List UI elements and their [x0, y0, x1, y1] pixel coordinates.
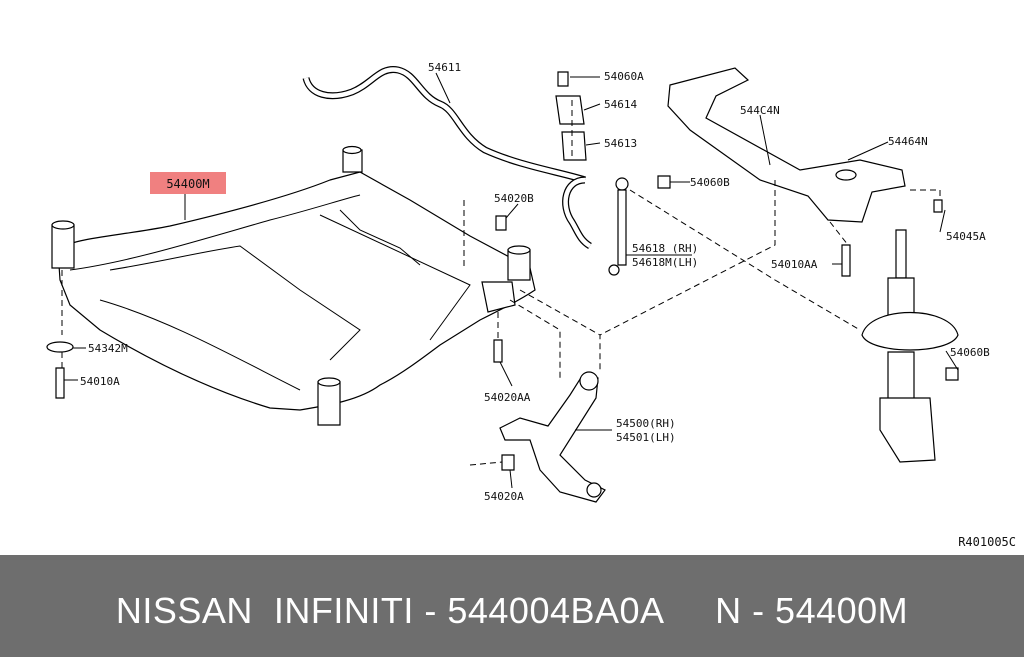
part-number-footer: NISSAN INFINITI - 544004BA0A N - 54400M	[0, 555, 1024, 657]
lower-control-arm-drawing	[493, 339, 606, 503]
highlighted-part-box	[150, 172, 226, 194]
label-lower-arm-rh: 54500(RH)	[616, 417, 676, 430]
label-link-nut: 54060B	[690, 176, 730, 189]
diagram-reference-code: R401005C	[958, 535, 1016, 549]
label-bushing-clamp: 54614	[604, 98, 637, 111]
brace-drawing	[667, 67, 943, 277]
subframe-fasteners-drawing	[46, 341, 74, 399]
bushing-and-clamp-drawing	[495, 71, 671, 231]
part-number-text: NISSAN INFINITI - 544004BA0A N - 54400M	[115, 590, 909, 631]
label-arm-bolt-a: 54020A	[484, 490, 524, 503]
label-clamp-bolt-b: 54020B	[494, 192, 534, 205]
label-link-rh: 54618 (RH)	[632, 242, 698, 255]
label-subframe-washer: 54342M	[88, 342, 128, 355]
label-bushing: 54613	[604, 137, 637, 150]
label-link-lh: 54618M(LH)	[632, 256, 698, 269]
label-brace-bolt-aa: 54010AA	[771, 258, 818, 271]
label-lower-arm-lh: 54501(LH)	[616, 431, 676, 444]
label-strut-nut: 54060B	[950, 346, 990, 359]
leader-lines	[64, 72, 959, 489]
stabilizer-link-drawing	[608, 177, 629, 276]
guide-lines	[61, 100, 941, 466]
label-brace-bolt: 54045A	[946, 230, 986, 243]
label-stabilizer-bar: 54611	[428, 61, 461, 74]
strut-assembly-drawing	[861, 229, 959, 463]
label-brace-bracket: 54464N	[888, 135, 928, 148]
stabilizer-bar-drawing	[302, 65, 592, 250]
label-clamp-bolt: 54060A	[604, 70, 644, 83]
exploded-parts-diagram: 54400M 54611 54060A 54614 54613 54020B 5…	[46, 61, 1016, 549]
front-subframe-drawing	[51, 145, 536, 426]
highlighted-part-label: 54400M	[166, 177, 209, 191]
label-arm-bolt-aa: 54020AA	[484, 391, 531, 404]
label-subframe-bolt: 54010A	[80, 375, 120, 388]
label-brace: 544C4N	[740, 104, 780, 117]
